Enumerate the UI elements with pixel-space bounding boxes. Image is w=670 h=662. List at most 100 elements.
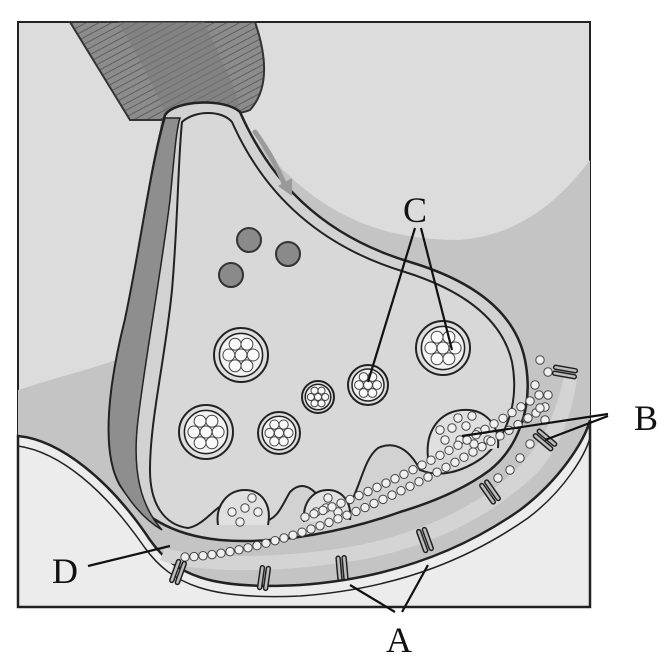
neurotransmitter [453, 440, 463, 450]
neurotransmitter [378, 494, 388, 505]
neurotransmitter [523, 413, 533, 423]
neurotransmitter [467, 411, 477, 421]
neurotransmitter [243, 543, 253, 553]
neurotransmitter [216, 548, 226, 558]
synaptic-vesicle [257, 411, 301, 455]
receptor-channel [532, 428, 558, 452]
neurotransmitter [189, 551, 199, 562]
neurotransmitter [235, 517, 245, 527]
label-B: B [634, 398, 658, 438]
neurotransmitter [180, 552, 190, 562]
neurotransmitter [318, 505, 328, 516]
neurotransmitter [525, 396, 535, 406]
receptor-channel [551, 364, 579, 380]
curved-arrow-icon [252, 129, 292, 196]
neurotransmitter [327, 502, 337, 512]
label-D: D [52, 551, 78, 591]
neurotransmitter [505, 465, 515, 475]
neurotransmitter [345, 494, 355, 505]
neurotransmitter [253, 507, 263, 517]
pointer-B-lower [544, 414, 609, 442]
neurotransmitter [363, 486, 373, 497]
neurotransmitter [525, 439, 535, 449]
neurotransmitter [477, 442, 487, 452]
neurotransmitter [390, 474, 400, 484]
neurotransmitter [453, 413, 463, 423]
pointer-C-right [419, 227, 454, 351]
receptor-channel [416, 526, 434, 554]
neurotransmitter [207, 549, 217, 560]
neurotransmitter [417, 460, 427, 470]
neurotransmitter [535, 355, 545, 365]
neurotransmitter [381, 478, 391, 488]
synaptic-vesicle [178, 404, 234, 460]
pointer-lines [87, 227, 609, 613]
neurotransmitter [288, 530, 298, 540]
neurotransmitter [450, 457, 460, 468]
neurotransmitter [399, 469, 409, 479]
neurotransmitter [432, 467, 442, 477]
neurotransmitter [414, 477, 424, 487]
neurotransmitter [468, 447, 478, 457]
neurotransmitter [198, 551, 208, 561]
neurotransmitter [489, 419, 499, 429]
synaptic-vesicle [213, 327, 269, 383]
neurotransmitter [423, 472, 433, 482]
neurotransmitter [507, 407, 517, 418]
neurotransmitter-group [180, 355, 553, 562]
pointer-A-right [401, 564, 429, 613]
neurotransmitter [342, 510, 352, 520]
neurotransmitter [247, 493, 257, 503]
synaptic-vesicle [301, 380, 335, 414]
neurotransmitter [447, 423, 457, 433]
neurotransmitter [461, 421, 471, 431]
neurotransmitter [372, 482, 382, 493]
neurotransmitter [516, 402, 526, 412]
neurotransmitter [534, 390, 544, 400]
synaptic-vesicle [415, 320, 471, 376]
neurotransmitter [336, 498, 346, 508]
neurotransmitter [440, 435, 450, 445]
neurotransmitter [515, 453, 525, 463]
neurotransmitter [396, 486, 406, 496]
postsynaptic-membrane-inner [17, 437, 591, 598]
neurotransmitter [354, 490, 364, 501]
neurotransmitter [240, 503, 250, 513]
neurotransmitter [493, 473, 503, 483]
label-A: A [386, 620, 412, 660]
terminal-glial-band [108, 117, 182, 531]
neurotransmitter [261, 538, 271, 548]
neurotransmitter [486, 436, 496, 447]
neurotransmitter [543, 367, 553, 377]
neurotransmitter [225, 546, 235, 557]
neurotransmitter [369, 498, 379, 509]
neurotransmitter [387, 490, 397, 500]
synaptic-vesicle [347, 364, 389, 406]
mitochondria-group [218, 227, 301, 288]
neurotransmitter [543, 390, 553, 400]
neurotransmitter [351, 506, 361, 517]
neurotransmitter [495, 431, 505, 441]
receptor-channel [256, 564, 272, 592]
neurotransmitter [530, 380, 540, 390]
neurotransmitter [408, 465, 418, 475]
neurotransmitter [252, 540, 262, 551]
vesicle-cluster-group [178, 320, 471, 460]
receptor-channel [169, 558, 187, 586]
neurotransmitter [333, 514, 343, 524]
receptor-group [169, 364, 579, 592]
neurotransmitter [535, 403, 545, 413]
neurotransmitter [435, 425, 445, 435]
neurotransmitter [360, 502, 370, 513]
pointer-A-left [349, 584, 396, 613]
mitochondrion [218, 262, 244, 288]
pointer-B-upper [461, 412, 609, 438]
neurotransmitter [323, 493, 333, 503]
neurotransmitter [435, 450, 445, 461]
neurotransmitter [441, 462, 451, 473]
neurotransmitter [227, 507, 237, 517]
neurotransmitter [324, 517, 334, 528]
neurotransmitter [426, 455, 436, 465]
neurotransmitter [459, 452, 469, 462]
